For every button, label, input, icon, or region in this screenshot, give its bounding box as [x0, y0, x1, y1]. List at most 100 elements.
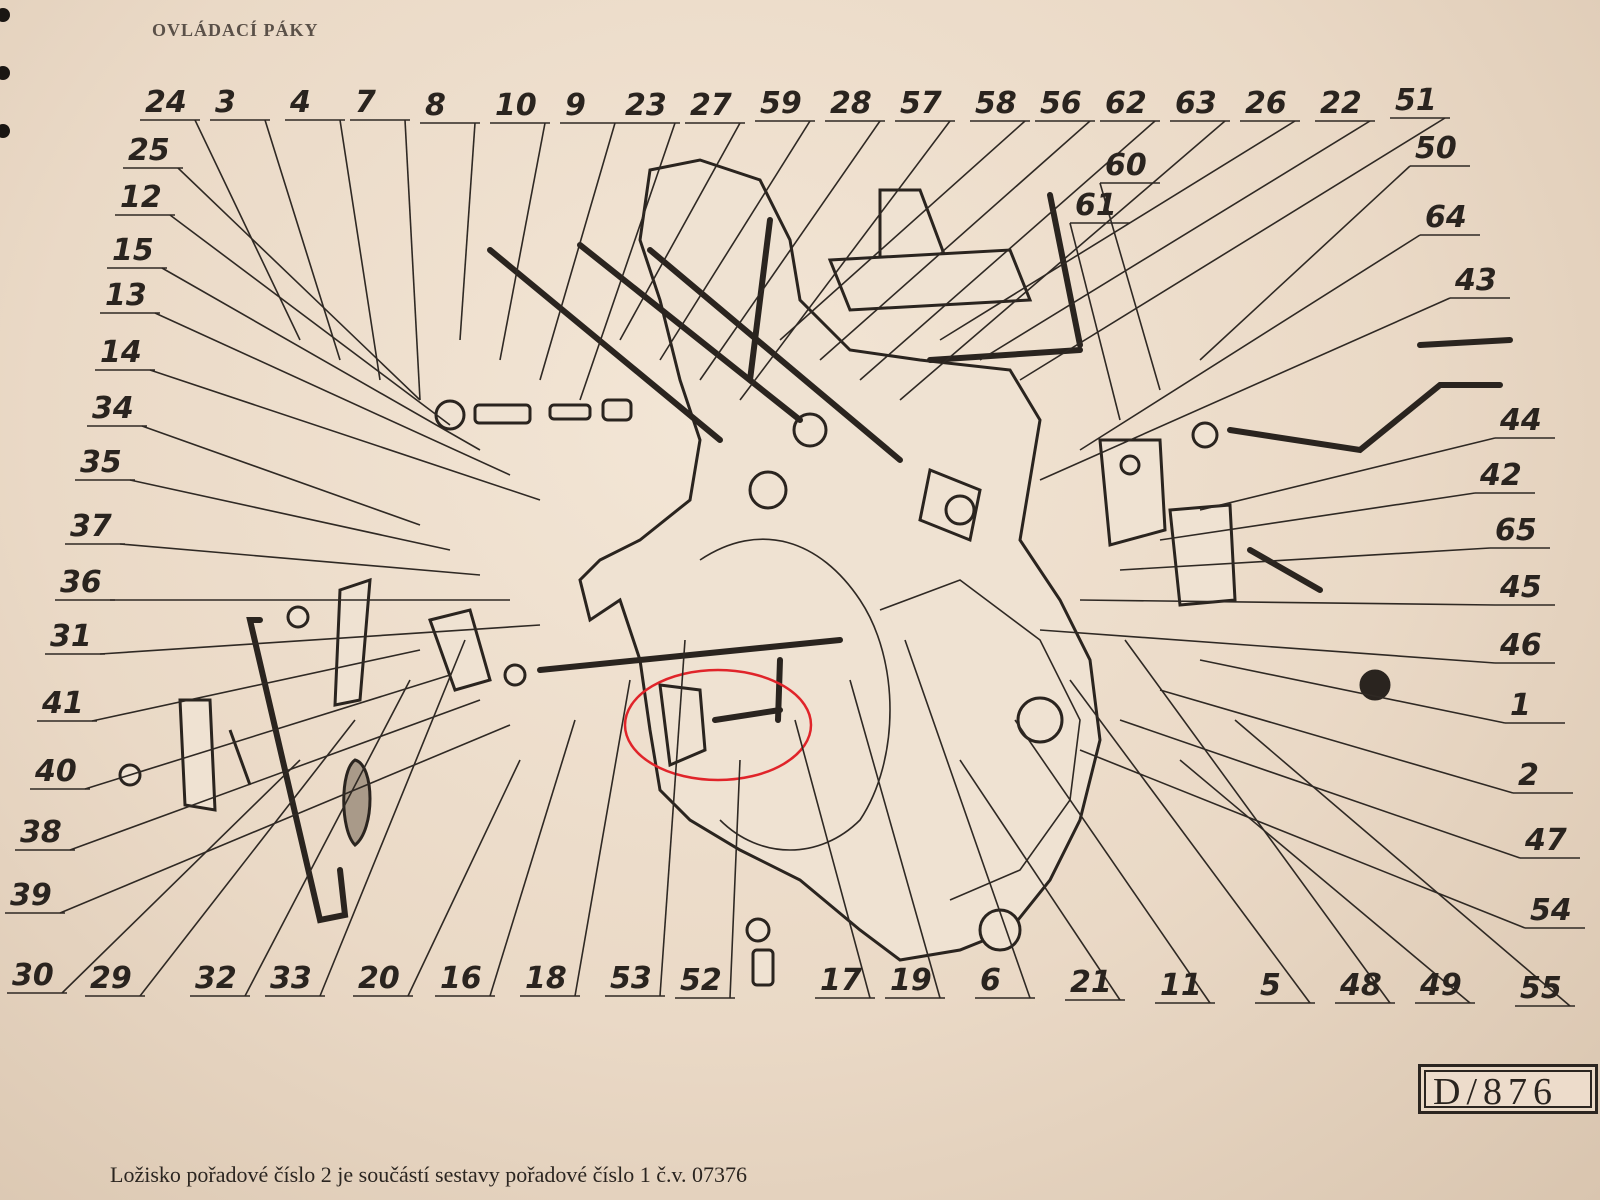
binder-hole — [0, 66, 10, 80]
leader-line — [1179, 759, 1471, 1004]
part-label-27: 27 — [690, 88, 732, 123]
part-label-41: 41 — [41, 686, 84, 721]
leader-line — [1199, 437, 1496, 511]
part-label-30: 30 — [12, 958, 54, 993]
leader-line — [177, 167, 421, 401]
part-label-48: 48 — [1339, 968, 1382, 1003]
leader-line — [1079, 749, 1526, 929]
leader-line — [579, 122, 676, 401]
part-label-14: 14 — [100, 335, 142, 370]
leader-line — [539, 122, 616, 381]
leader-line — [729, 759, 741, 999]
highlight-annotation — [623, 657, 813, 782]
part-label-32: 32 — [195, 961, 237, 996]
leader-line — [119, 543, 481, 576]
leader-line — [61, 759, 301, 994]
part-label-45: 45 — [1499, 570, 1542, 605]
leader-line — [404, 119, 421, 401]
part-label-35: 35 — [80, 445, 122, 480]
leader-line — [859, 120, 1156, 381]
leader-line — [1159, 689, 1514, 794]
leader-line — [1079, 234, 1421, 451]
footer-note: Ložisko pořadové číslo 2 je součástí ses… — [110, 1162, 748, 1187]
part-label-52: 52 — [680, 963, 722, 998]
leader-line — [819, 120, 1091, 361]
part-label-22: 22 — [1320, 86, 1362, 121]
leader-line — [91, 649, 421, 722]
leader-line — [659, 639, 686, 997]
part-label-13: 13 — [105, 278, 147, 313]
leader-line — [1119, 719, 1521, 859]
gearbox-housing — [578, 158, 1237, 962]
leader-line — [959, 759, 1121, 1001]
leader-line — [489, 719, 576, 997]
part-label-43: 43 — [1454, 263, 1497, 298]
part-label-58: 58 — [975, 86, 1017, 121]
part-label-28: 28 — [830, 86, 872, 121]
leader-line — [129, 479, 451, 551]
part-label-25: 25 — [128, 133, 170, 168]
leader-line — [264, 119, 341, 361]
part-label-17: 17 — [820, 963, 862, 998]
part-label-44: 44 — [1499, 403, 1542, 438]
leader-line — [1039, 629, 1496, 664]
leader-line — [939, 120, 1296, 341]
part-label-61: 61 — [1075, 188, 1117, 223]
part-label-40: 40 — [34, 754, 77, 789]
leader-line — [169, 214, 451, 426]
part-label-49: 49 — [1419, 968, 1462, 1003]
part-label-21: 21 — [1070, 965, 1112, 1000]
leader-line — [699, 120, 881, 381]
part-label-26: 26 — [1245, 86, 1287, 121]
leader-line — [1069, 222, 1121, 421]
part-label-20: 20 — [358, 961, 400, 996]
leader-line — [1199, 165, 1411, 361]
part-label-2: 2 — [1518, 758, 1539, 793]
part-label-62: 62 — [1105, 86, 1147, 121]
leader-line — [499, 122, 546, 361]
part-label-57: 57 — [900, 86, 942, 121]
leader-line — [84, 674, 451, 790]
leader-line — [319, 639, 466, 997]
part-label-23: 23 — [625, 88, 667, 123]
leader-line — [149, 369, 541, 501]
part-label-60: 60 — [1105, 148, 1147, 183]
part-label-36: 36 — [60, 565, 102, 600]
drawing-reference-box: D/876 — [1418, 1064, 1598, 1114]
part-label-7: 7 — [355, 85, 376, 120]
part-label-37: 37 — [70, 509, 112, 544]
part-label-5: 5 — [1260, 968, 1281, 1003]
part-label-15: 15 — [112, 233, 154, 268]
part-label-46: 46 — [1499, 628, 1542, 663]
part-label-33: 33 — [270, 961, 312, 996]
leader-line — [739, 120, 951, 401]
part-label-1: 1 — [1510, 688, 1531, 723]
leader-line — [459, 122, 476, 341]
leader-line — [194, 119, 301, 341]
part-label-51: 51 — [1395, 83, 1437, 118]
leader-line — [1079, 599, 1496, 606]
part-label-9: 9 — [565, 88, 586, 123]
leader-line — [979, 120, 1371, 361]
part-label-16: 16 — [440, 961, 482, 996]
part-label-34: 34 — [92, 391, 134, 426]
leader-line — [1159, 492, 1476, 541]
leader-line — [59, 724, 511, 914]
leader-line — [141, 425, 421, 526]
part-label-18: 18 — [525, 961, 567, 996]
part-label-54: 54 — [1530, 893, 1572, 928]
part-label-38: 38 — [20, 815, 62, 850]
part-label-4: 4 — [289, 85, 311, 120]
leader-line — [1019, 117, 1446, 381]
part-label-50: 50 — [1415, 131, 1457, 166]
leader-line — [139, 719, 356, 997]
small-parts — [118, 398, 1391, 987]
part-label-29: 29 — [90, 961, 132, 996]
leader-line — [574, 679, 631, 997]
part-label-42: 42 — [1479, 458, 1522, 493]
leader-line — [659, 120, 811, 361]
leader-lines — [5, 117, 1585, 1007]
leader-line — [99, 624, 541, 655]
